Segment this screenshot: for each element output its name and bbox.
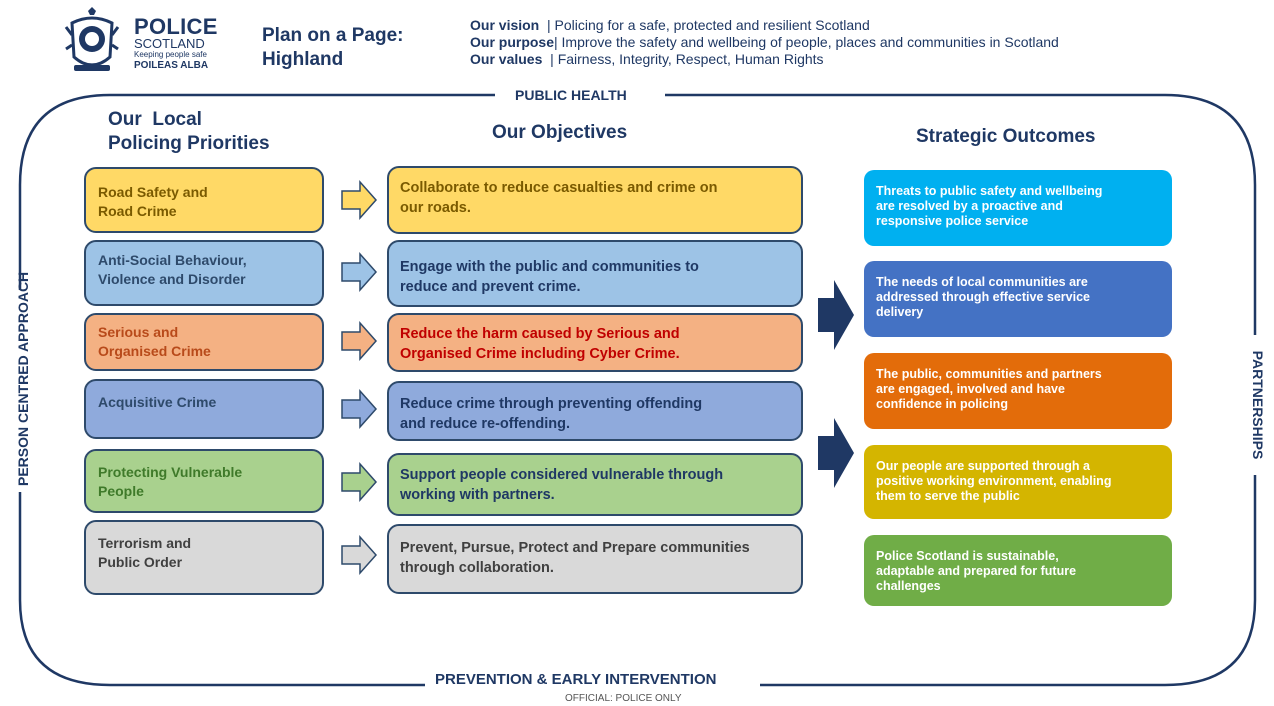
outcomes-heading: Strategic Outcomes <box>916 126 1096 147</box>
priorities-heading-line1: Our Local <box>108 109 202 130</box>
brand-tagline: Keeping people safe <box>134 50 207 59</box>
priority-line2: People <box>98 483 144 499</box>
outcome-line3: delivery <box>876 305 924 319</box>
outcome-box: Police Scotland is sustainable, adaptabl… <box>864 535 1172 606</box>
frame-label-right: PARTNERSHIPS <box>1250 335 1266 475</box>
objective-line2: our roads. <box>400 200 471 216</box>
objective-box: Reduce crime through preventing offendin… <box>387 381 803 441</box>
outcome-line1: Our people are supported through a <box>876 459 1090 473</box>
objective-box: Collaborate to reduce casualties and cri… <box>387 166 803 234</box>
objective-line1: Reduce the harm caused by Serious and <box>400 326 680 342</box>
outcome-line3: challenges <box>876 579 941 593</box>
objective-line1: Prevent, Pursue, Protect and Prepare com… <box>400 540 750 556</box>
objective-line1: Support people considered vulnerable thr… <box>400 467 724 483</box>
outcome-line3: confidence in policing <box>876 397 1008 411</box>
plan-title-line1: Plan on a Page: <box>262 25 404 46</box>
outcome-line3: them to serve the public <box>876 489 1020 503</box>
purpose-label: Our purpose <box>470 34 555 50</box>
objective-line2: Organised Crime including Cyber Crime. <box>400 346 680 362</box>
right-arrow-icon <box>341 535 378 575</box>
plan-title-line2: Highland <box>262 49 344 70</box>
values-row: Our values | Fairness, Integrity, Respec… <box>470 51 824 67</box>
brand-scotland: SCOTLAND <box>134 36 205 51</box>
priority-line1: Protecting Vulnerable <box>98 464 243 480</box>
objectives-heading: Our Objectives <box>492 122 628 143</box>
right-arrow-icon <box>341 252 378 292</box>
objective-line2: reduce and prevent crime. <box>400 279 581 295</box>
objective-line2: through collaboration. <box>400 560 554 576</box>
objective-box: Reduce the harm caused by Serious and Or… <box>387 313 803 372</box>
right-arrow-icon <box>341 321 378 361</box>
priority-box: Road Safety and Road Crime <box>84 167 324 233</box>
priority-line1: Road Safety and <box>98 184 208 200</box>
outcome-line2: positive working environment, enabling <box>876 474 1112 488</box>
outcome-line1: Police Scotland is sustainable, <box>876 549 1059 563</box>
objective-line1: Engage with the public and communities t… <box>400 259 699 275</box>
frame-label-left: PERSON CENTRED APPROACH <box>15 272 31 492</box>
objective-line2: working with partners. <box>400 487 555 503</box>
plan-title: Plan on a Page: Highland <box>262 24 403 72</box>
priority-box: Protecting Vulnerable People <box>84 449 324 513</box>
police-scotland-crest-icon <box>64 7 120 71</box>
purpose-row: Our purpose| Improve the safety and well… <box>470 34 1059 50</box>
priority-box: Serious and Organised Crime <box>84 313 324 371</box>
priority-line2: Organised Crime <box>98 343 211 359</box>
priority-line2: Road Crime <box>98 203 177 219</box>
objective-line2: and reduce re-offending. <box>400 416 570 432</box>
brand-police: POLICE <box>134 14 218 39</box>
right-arrow-icon <box>818 418 854 488</box>
objective-box: Support people considered vulnerable thr… <box>387 453 803 516</box>
objective-line1: Reduce crime through preventing offendin… <box>400 396 703 412</box>
right-arrow-icon <box>341 462 378 502</box>
classification-note: OFFICIAL: POLICE ONLY <box>565 693 682 704</box>
priority-line1: Acquisitive Crime <box>98 394 217 410</box>
priorities-heading-line2: Policing Priorities <box>108 133 270 154</box>
outcome-line2: addressed through effective service <box>876 290 1090 304</box>
vision-label: Our vision <box>470 17 540 33</box>
priority-box: Acquisitive Crime <box>84 379 324 439</box>
right-arrow-icon <box>341 389 378 429</box>
outcome-line1: The needs of local communities are <box>876 275 1088 289</box>
outcome-line1: The public, communities and partners <box>876 367 1102 381</box>
priority-box: Anti-Social Behaviour, Violence and Diso… <box>84 240 324 306</box>
outcome-line2: are resolved by a proactive and <box>876 199 1063 213</box>
outcome-box: Our people are supported through a posit… <box>864 445 1172 519</box>
priority-line1: Terrorism and <box>98 535 192 551</box>
outcome-line2: adaptable and prepared for future <box>876 564 1077 578</box>
outcome-line3: responsive police service <box>876 214 1029 228</box>
priority-box: Terrorism and Public Order <box>84 520 324 595</box>
priority-line1: Anti-Social Behaviour, <box>98 252 247 268</box>
outcome-box: The needs of local communities are addre… <box>864 261 1172 337</box>
priorities-heading: Our Local Policing Priorities <box>108 108 270 156</box>
right-arrow-icon <box>341 180 378 220</box>
priority-line2: Public Order <box>98 554 183 570</box>
outcome-line1: Threats to public safety and wellbeing <box>876 184 1103 198</box>
outcome-line2: are engaged, involved and have <box>876 382 1065 396</box>
priority-line1: Serious and <box>98 324 179 340</box>
values-text: Fairness, Integrity, Respect, Human Righ… <box>557 51 824 67</box>
brand-gaelic: POILEAS ALBA <box>134 60 209 71</box>
objective-box: Engage with the public and communities t… <box>387 240 803 307</box>
frame-label-top: PUBLIC HEALTH <box>505 87 637 103</box>
frame-label-bottom: PREVENTION & EARLY INTERVENTION <box>425 671 727 688</box>
vision-row: Our vision | Policing for a safe, protec… <box>470 17 870 33</box>
right-arrow-icon <box>818 280 854 350</box>
objective-line1: Collaborate to reduce casualties and cri… <box>400 180 718 196</box>
outcome-box: Threats to public safety and wellbeing a… <box>864 170 1172 246</box>
vision-text: Policing for a safe, protected and resil… <box>554 17 870 33</box>
values-label: Our values <box>470 51 543 67</box>
priority-line2: Violence and Disorder <box>98 271 246 287</box>
outcome-box: The public, communities and partners are… <box>864 353 1172 429</box>
purpose-text: Improve the safety and wellbeing of peop… <box>561 34 1059 50</box>
objective-box: Prevent, Pursue, Protect and Prepare com… <box>387 524 803 594</box>
